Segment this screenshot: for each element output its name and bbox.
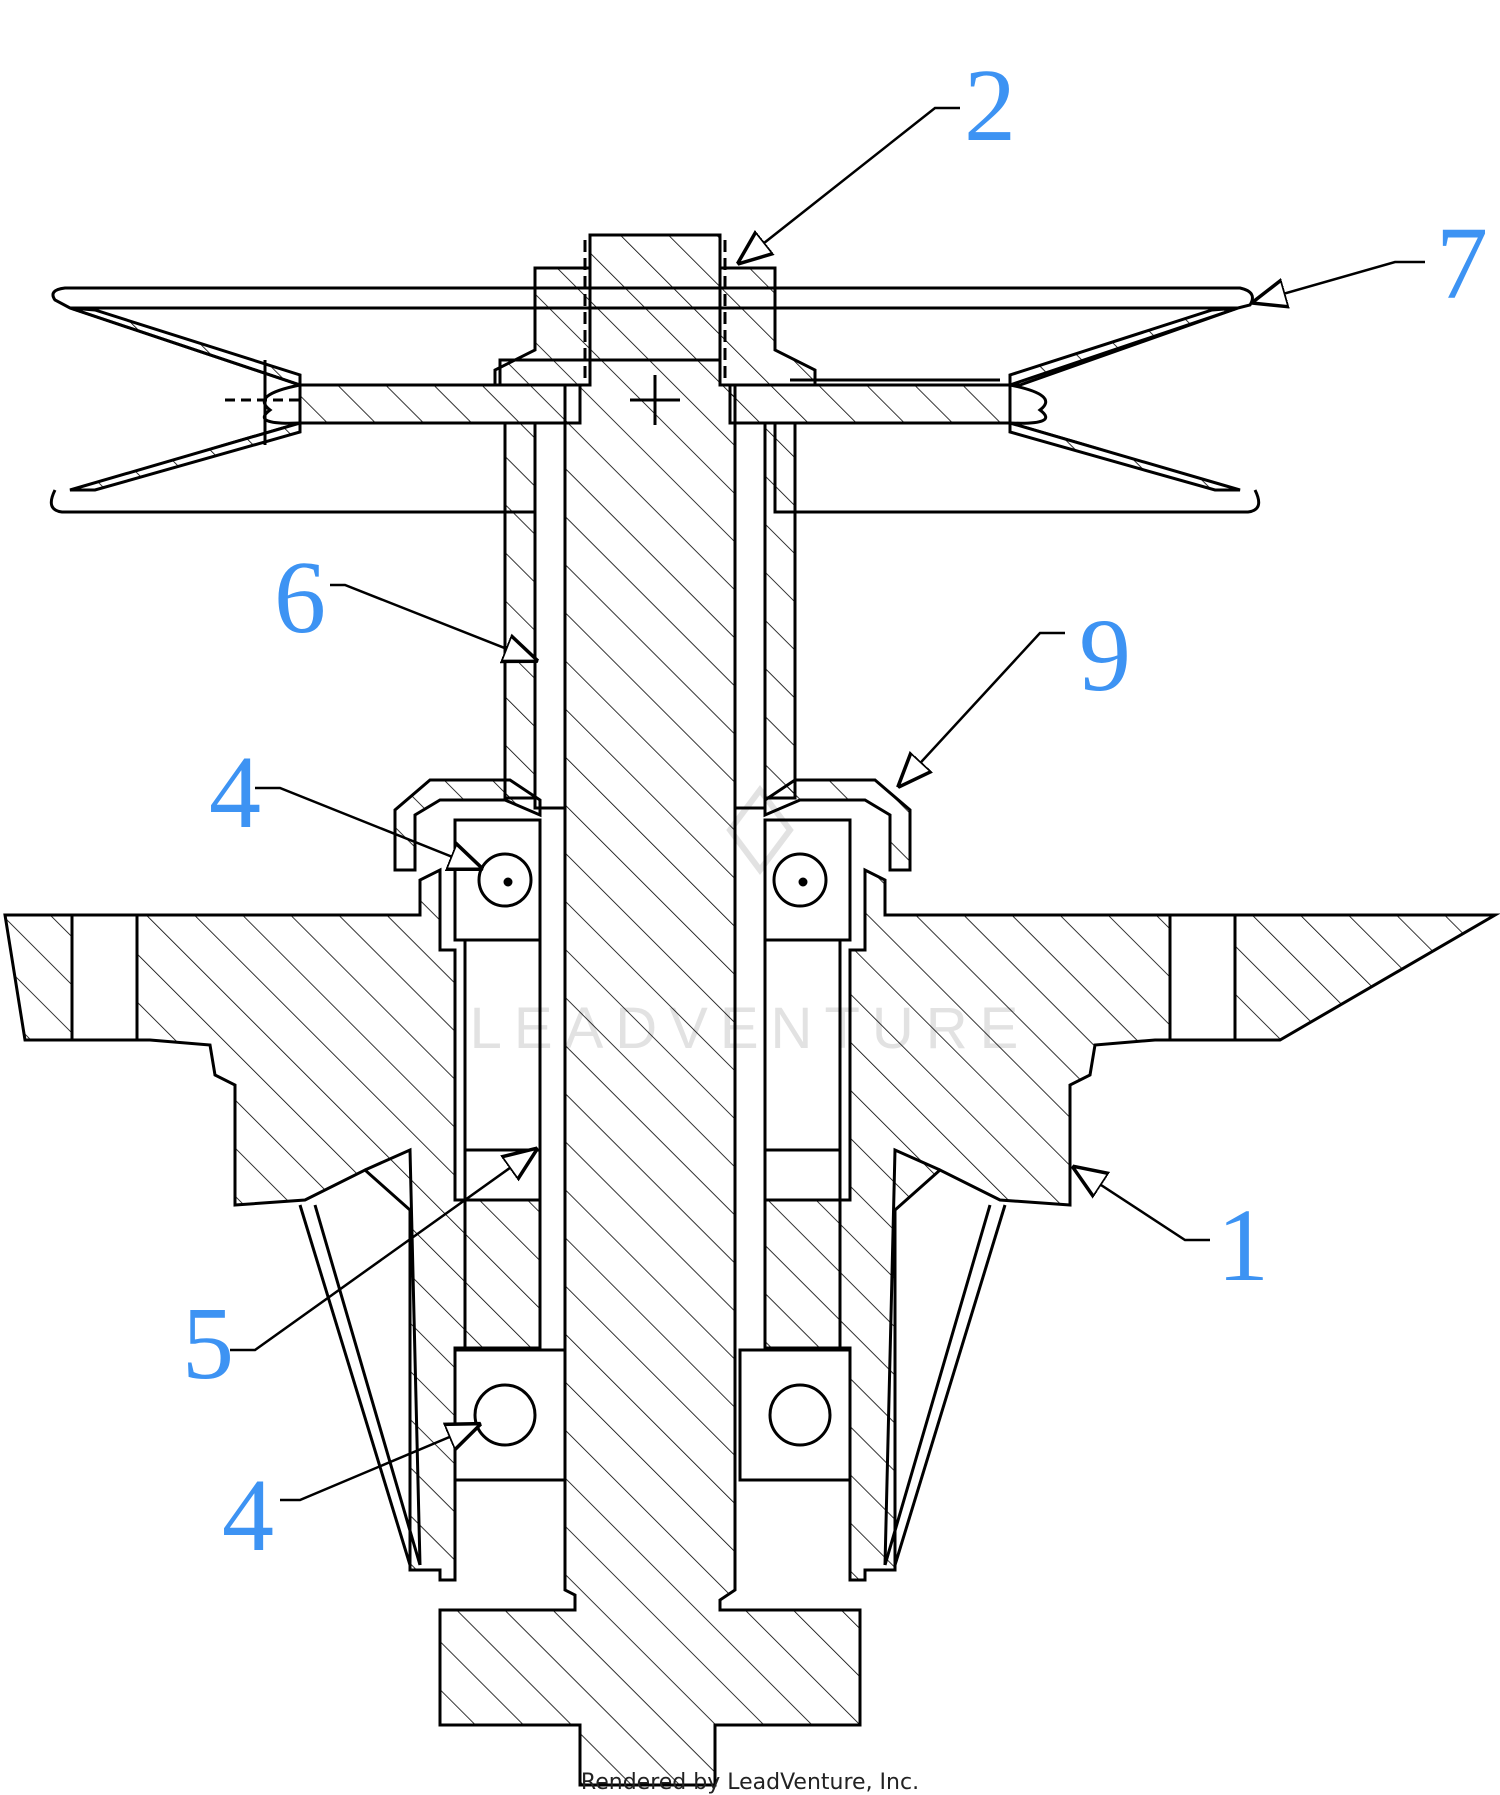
footer-credit: Rendered by LeadVenture, Inc. [580, 1770, 920, 1795]
spacer-tube [503, 421, 797, 810]
leader-1 [1075, 1168, 1210, 1242]
callout-9: 9 [1079, 598, 1131, 713]
callout-5: 5 [182, 1286, 234, 1401]
housing [3, 867, 1500, 1582]
leader-6 [330, 583, 535, 660]
callout-4-lower: 4 [222, 1458, 274, 1573]
leader-4b [280, 1425, 478, 1502]
lower-bearings [453, 1348, 852, 1482]
leader-4a [255, 786, 480, 868]
callout-1: 1 [1217, 1188, 1269, 1303]
pulley [49, 286, 1261, 514]
leader-7 [1255, 260, 1425, 302]
leader-5 [230, 1150, 535, 1352]
callout-2: 2 [964, 48, 1016, 163]
seal-cap [393, 778, 912, 872]
leader-9 [900, 631, 1065, 785]
leader-2 [740, 106, 960, 262]
leader-lines [230, 106, 1425, 1502]
hub-nut [493, 240, 817, 387]
upper-bearings [453, 818, 852, 942]
callout-7: 7 [1436, 206, 1488, 321]
callout-4-upper: 4 [209, 735, 261, 850]
callout-6: 6 [274, 540, 326, 655]
skirt [298, 1147, 1007, 1566]
